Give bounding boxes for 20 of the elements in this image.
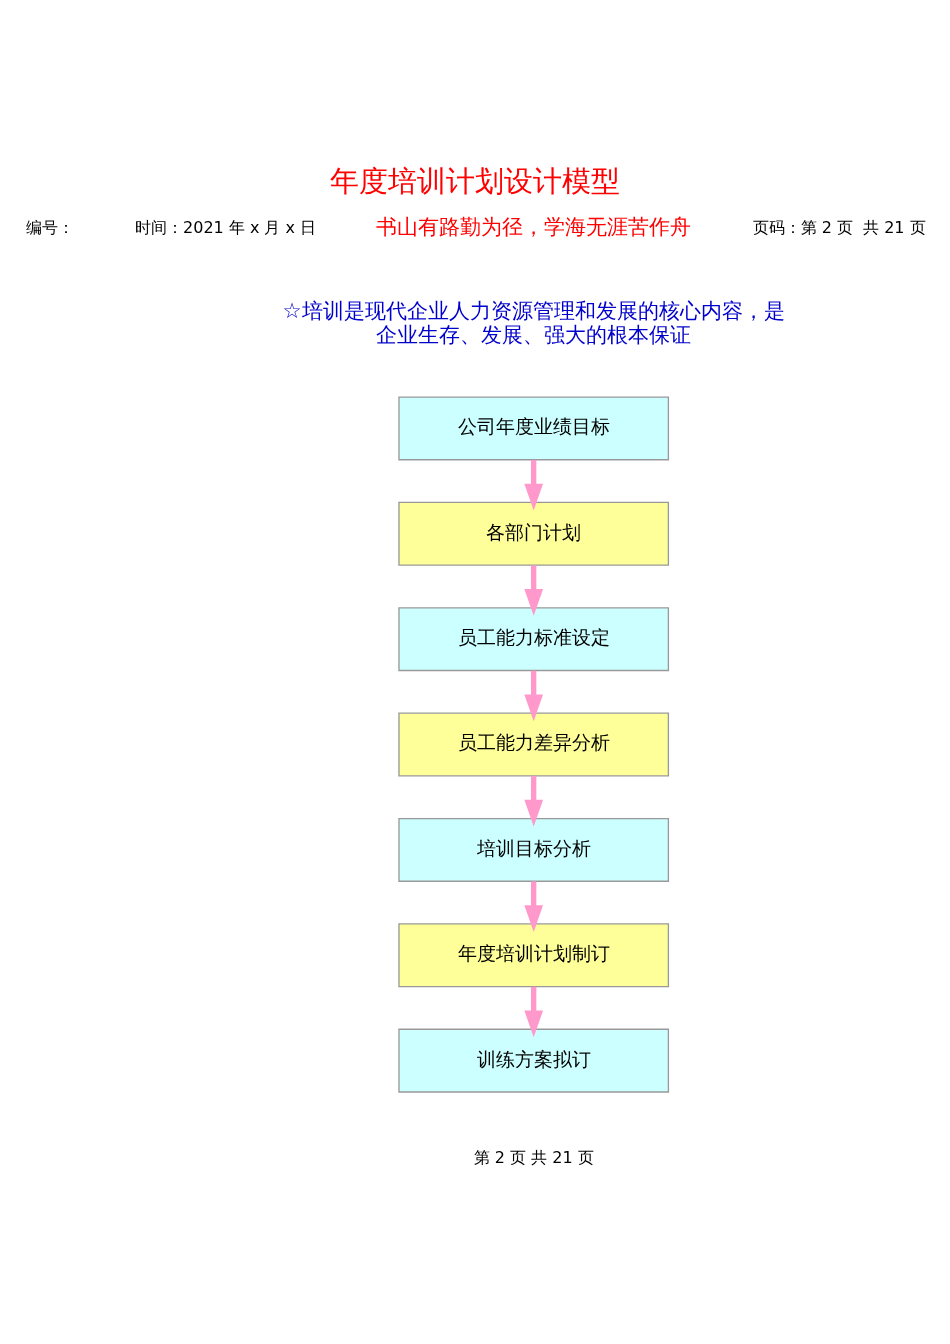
arrow — [524, 670, 544, 721]
node-box: 员工能力差异分析 — [398, 712, 670, 777]
node-box: 各部门计划 — [398, 501, 670, 566]
label: 第 2 页 共 21 页 — [473, 1147, 594, 1167]
arrow — [524, 459, 544, 510]
node-box: 员工能力标准设定 — [398, 606, 670, 671]
diagram-title: 年度培训计划设计模型 — [330, 163, 620, 198]
arrow — [524, 775, 544, 827]
label: 书山有路勤为径，学海无涯苦作舟 — [376, 213, 692, 239]
label: ☆培训是现代企业人力资源管理和发展的核心内容，是企业生存、发展、强大的根本保证 — [282, 297, 785, 347]
label: 页码：第 2 页 共 21 页 — [752, 217, 926, 237]
node-box: 培训目标分析 — [398, 817, 670, 882]
node-box: 年度培训计划制订 — [398, 922, 670, 987]
node-box: 公司年度业绩目标 — [398, 395, 670, 460]
label: 编号： — [25, 217, 74, 237]
arrow — [524, 881, 544, 932]
arrow — [524, 986, 544, 1037]
node-box: 训练方案拟订 — [398, 1028, 670, 1093]
arrow — [524, 564, 544, 616]
label: 时间：2021 年 x 月 x 日 — [135, 217, 317, 237]
